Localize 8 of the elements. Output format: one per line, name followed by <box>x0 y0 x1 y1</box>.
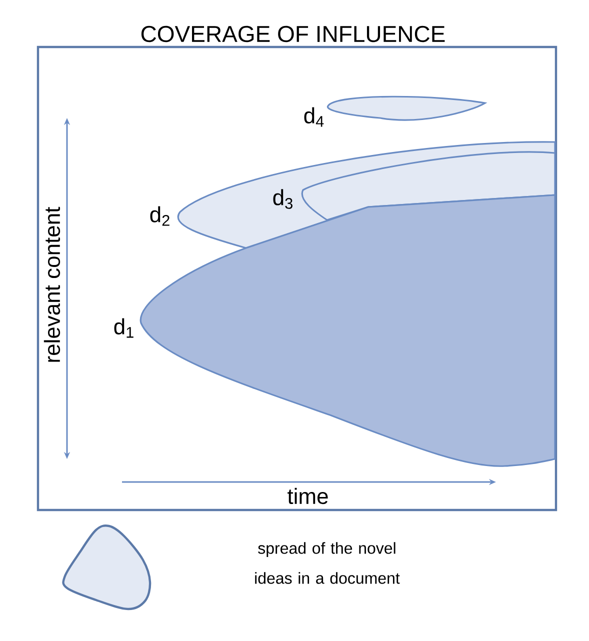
legend-text: spread of the novel ideas in a document <box>255 542 400 584</box>
axis-label: time <box>288 488 328 504</box>
blob-label: d$_{1}$ <box>114 318 134 338</box>
axis-label: relevant content <box>44 206 60 362</box>
blob-label: d$_{2}$ <box>150 206 170 226</box>
blob-label: d$_{4}$ <box>304 107 324 127</box>
title: COVERAGE OF INFLUENCE <box>141 26 445 42</box>
blob-label: d$_{3}$ <box>273 189 292 209</box>
